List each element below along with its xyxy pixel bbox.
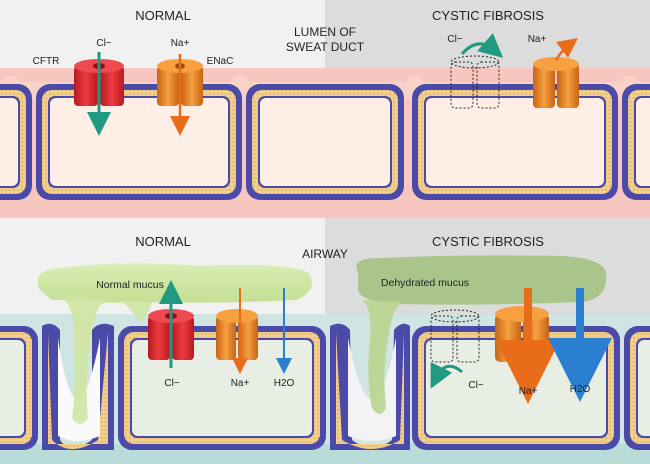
goblet-cells [42,323,410,450]
top-na-label: Na+ [171,38,190,49]
sweat-duct-title-line1: LUMEN OF [294,25,356,39]
enac-label: ENaC [207,56,234,67]
dehydrated-mucus-label: Dehydrated mucus [381,277,469,289]
sweat-duct-title-line2: SWEAT DUCT [286,40,365,54]
dehydrated-mucus-layer [356,255,607,414]
top-cells [0,84,650,200]
top-cf-cl-blocked-arrow [460,33,504,58]
airway-title: AIRWAY [302,247,348,261]
bottom-defective-cftr-icon [430,309,480,363]
top-cf-cl-label: Cl− [447,34,462,45]
top-defective-cftr-icon [450,55,500,109]
bottom-cl-label: Cl− [164,378,179,389]
top-cf-title: CYSTIC FIBROSIS [432,8,544,23]
bottom-cf-h2o-label: H2O [570,384,591,395]
bottom-h2o-label: H2O [274,378,295,389]
normal-mucus-label: Normal mucus [96,279,164,291]
top-normal-title: NORMAL [135,8,191,23]
bottom-normal-title: NORMAL [135,234,191,249]
bottom-na-label: Na+ [231,378,250,389]
bottom-cf-na-label: Na+ [519,386,538,397]
bottom-cf-title: CYSTIC FIBROSIS [432,234,544,249]
top-cf-enac-channel-icon [533,57,579,108]
bottom-cftr-channel-icon [148,309,194,360]
top-cf-na-label: Na+ [528,34,547,45]
bottom-cf-cl-blocked-arrow [430,361,463,389]
cftr-label: CFTR [33,56,60,67]
top-cl-label: Cl− [96,38,111,49]
bottom-enac-channel-icon [216,309,258,360]
top-cf-na-arrow [554,37,578,61]
bottom-cf-cl-label: Cl− [468,380,483,391]
